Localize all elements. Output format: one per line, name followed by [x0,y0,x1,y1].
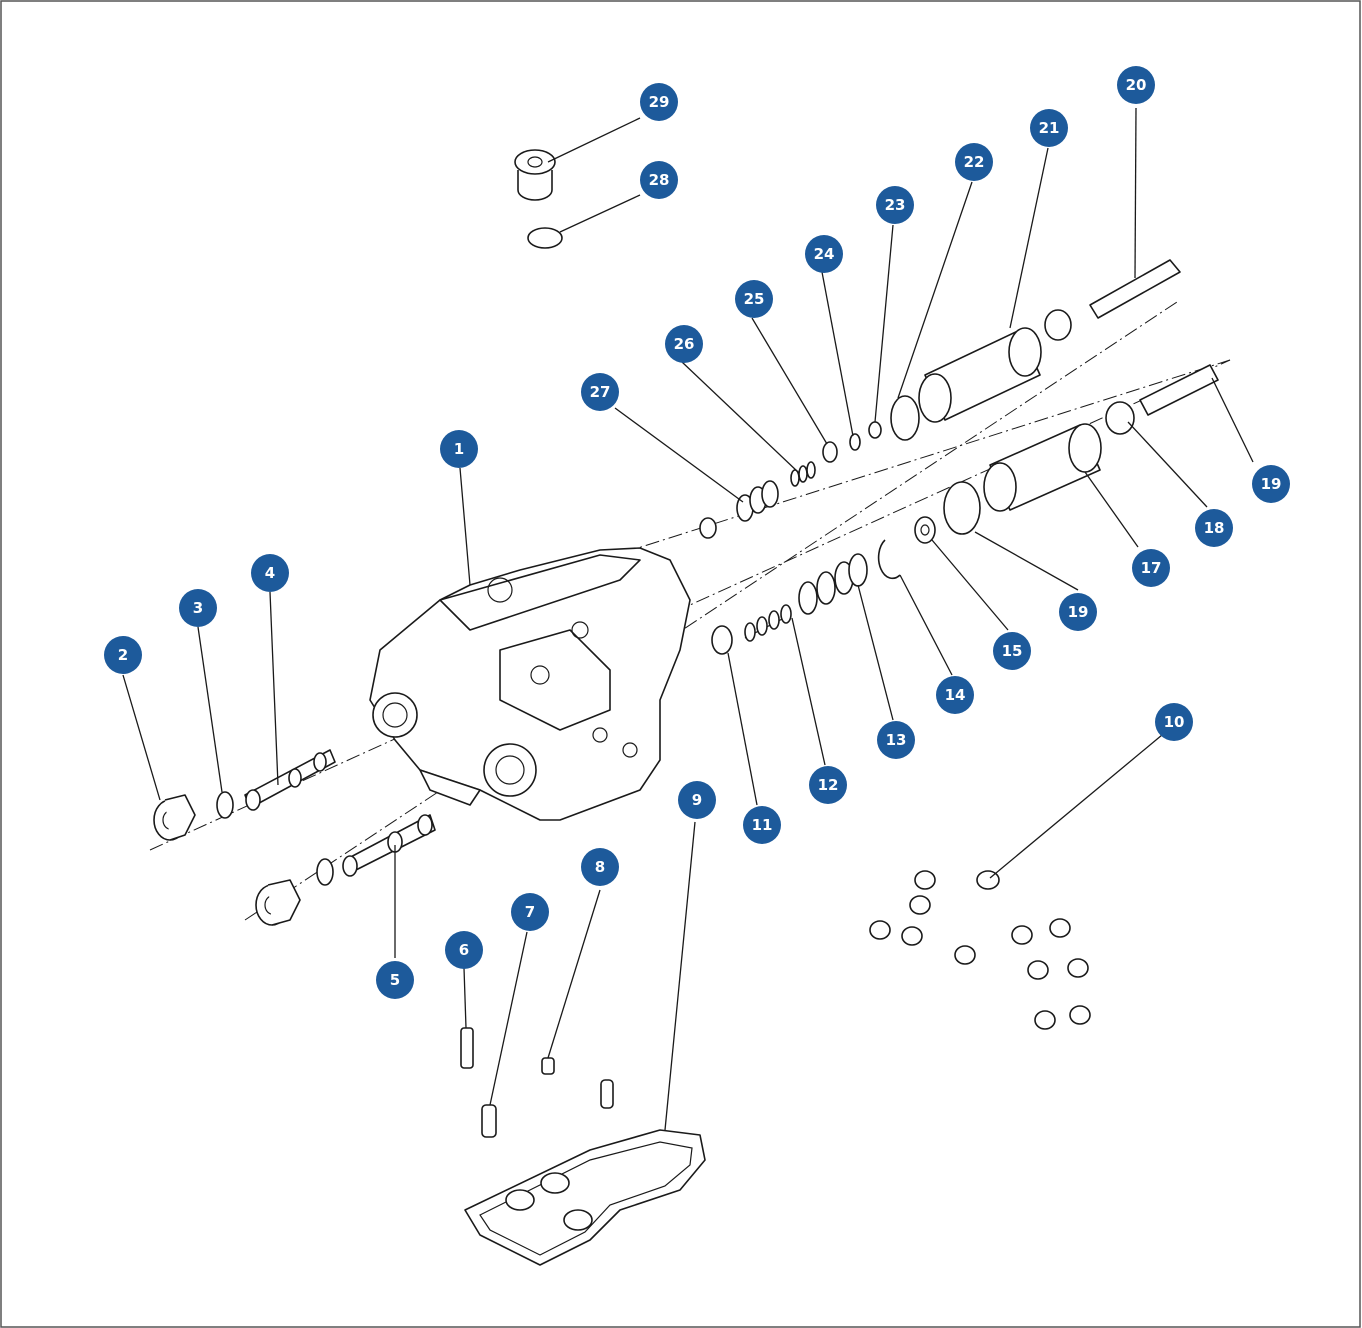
snap-ring-part-14 [877,539,901,580]
pin-part-6 [460,1027,474,1069]
pin-part-19 [1139,364,1219,416]
seal-ring-part-28 [527,227,563,249]
svg-text:5: 5 [390,971,400,989]
badge-25: 25 [735,280,773,318]
badge-29: 29 [640,83,678,121]
badge-11: 11 [743,806,781,844]
axis-line-lower [244,299,1181,921]
badge-27: 27 [581,373,619,411]
o-ring-part-22 [890,395,920,441]
svg-text:27: 27 [590,383,611,401]
valve-spool-part-4 [244,749,336,811]
badge-21: 21 [1030,109,1068,147]
svg-text:26: 26 [674,335,695,353]
badge-7: 7 [511,893,549,931]
badge-20: 20 [1117,66,1155,104]
svg-text:21: 21 [1039,119,1060,137]
svg-text:22: 22 [964,153,985,171]
svg-text:11: 11 [752,816,773,834]
svg-text:1: 1 [454,440,464,458]
svg-text:29: 29 [649,93,670,111]
svg-text:24: 24 [814,245,835,263]
svg-text:19: 19 [1068,603,1089,621]
svg-text:4: 4 [265,564,275,582]
badge-6: 6 [445,931,483,969]
badge-4: 4 [251,554,289,592]
nut-part-18 [1105,401,1135,435]
svg-text:9: 9 [692,791,702,809]
badge-26: 26 [665,325,703,363]
valve-spool-part-5 [342,814,436,877]
badge-5: 5 [376,961,414,999]
badge-22: 22 [955,143,993,181]
badge-8: 8 [581,848,619,886]
svg-text:28: 28 [649,171,670,189]
badge-23: 23 [876,186,914,224]
badge-28: 28 [640,161,678,199]
badge-17: 17 [1132,549,1170,587]
svg-text:7: 7 [525,903,535,921]
seal-ring-part-19 [943,481,981,535]
pin-part-extra [600,1079,614,1109]
svg-text:12: 12 [818,776,839,794]
svg-text:10: 10 [1164,713,1185,731]
valve-housing-part [369,547,691,821]
badge-14: 14 [936,676,974,714]
pin-part-8 [541,1057,555,1075]
svg-text:14: 14 [945,686,966,704]
svg-text:25: 25 [744,290,765,308]
svg-text:18: 18 [1204,519,1225,537]
svg-text:23: 23 [885,196,906,214]
nut-part-21 [1044,309,1072,341]
washer-part-24 [849,433,861,451]
svg-text:6: 6 [459,941,469,959]
badge-12: 12 [809,766,847,804]
spring-part-13 [798,553,868,615]
fitting-part-17 [983,423,1102,512]
badge-19-lower: 19 [1059,593,1097,631]
screw-set-part-10 [869,870,1091,1030]
washer-part-23 [868,421,882,439]
washer-part-27b [699,517,717,539]
plug-part-29 [514,149,556,201]
valve-seat-part-15 [914,516,936,544]
o-ring-part-lower [316,858,334,886]
svg-text:15: 15 [1002,642,1023,660]
badge-18: 18 [1195,509,1233,547]
svg-text:8: 8 [595,858,605,876]
badge-10: 10 [1155,703,1193,741]
badge-2: 2 [104,636,142,674]
svg-text:19: 19 [1261,475,1282,493]
badge-9: 9 [678,781,716,819]
badge-15: 15 [993,632,1031,670]
leader-lines [122,107,1254,1131]
svg-text:2: 2 [118,646,128,664]
badge-24: 24 [805,235,843,273]
spring-part-12 [744,604,792,642]
pin-part-7 [481,1104,497,1138]
badge-3: 3 [179,589,217,627]
plug-part-2 [153,794,196,841]
plug-part-lower [255,879,301,926]
svg-text:17: 17 [1141,559,1162,577]
svg-text:20: 20 [1126,76,1147,94]
fitting-part-21 [918,327,1042,423]
svg-text:13: 13 [886,731,907,749]
spring-part-27 [736,480,779,522]
o-ring-part-3 [216,791,234,819]
badge-19-right: 19 [1252,465,1290,503]
pin-part-20 [1089,259,1181,319]
svg-text:3: 3 [193,599,203,617]
valve-part-25 [822,441,838,463]
washer-part-11 [711,625,733,655]
gasket-part-9 [464,1129,706,1266]
badge-13: 13 [877,721,915,759]
axis-line-right [599,359,1231,561]
badge-1: 1 [440,430,478,468]
